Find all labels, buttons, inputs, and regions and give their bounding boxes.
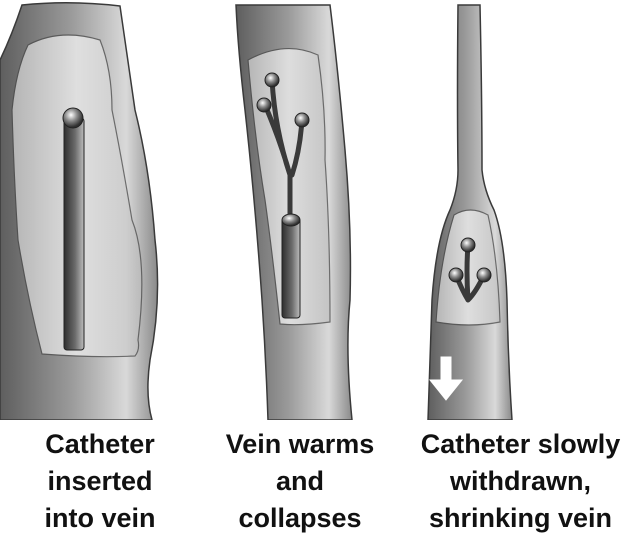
caption-catheter-inserted: Catheter inserted into vein xyxy=(10,426,190,537)
illustration xyxy=(0,0,631,420)
caption-line: inserted xyxy=(10,463,190,500)
panel-withdrawn xyxy=(428,5,512,420)
caption-line: withdrawn, xyxy=(410,463,631,500)
caption-line: collapses xyxy=(200,500,400,537)
caption-catheter-withdrawn: Catheter slowly withdrawn, shrinking vei… xyxy=(410,426,631,537)
caption-vein-warms: Vein warms and collapses xyxy=(200,426,400,537)
catheter xyxy=(64,118,84,350)
collapsed-tip xyxy=(461,238,475,252)
caption-line: Catheter xyxy=(10,426,190,463)
collapsed-tip xyxy=(265,73,279,87)
caption-line: shrinking vein xyxy=(410,500,631,537)
collapsed-tip xyxy=(477,268,491,282)
caption-line: Catheter slowly xyxy=(410,426,631,463)
collapsed-tip xyxy=(449,268,463,282)
catheter-tip xyxy=(282,214,300,226)
collapsed-tip xyxy=(257,98,271,112)
caption-line: Vein warms xyxy=(200,426,400,463)
panel-inserted xyxy=(0,3,158,420)
caption-line: and xyxy=(200,463,400,500)
caption-line: into vein xyxy=(10,500,190,537)
panel-warms xyxy=(236,5,352,420)
collapsed-tip xyxy=(295,113,309,127)
catheter xyxy=(282,218,300,318)
catheter-tip xyxy=(63,108,83,128)
